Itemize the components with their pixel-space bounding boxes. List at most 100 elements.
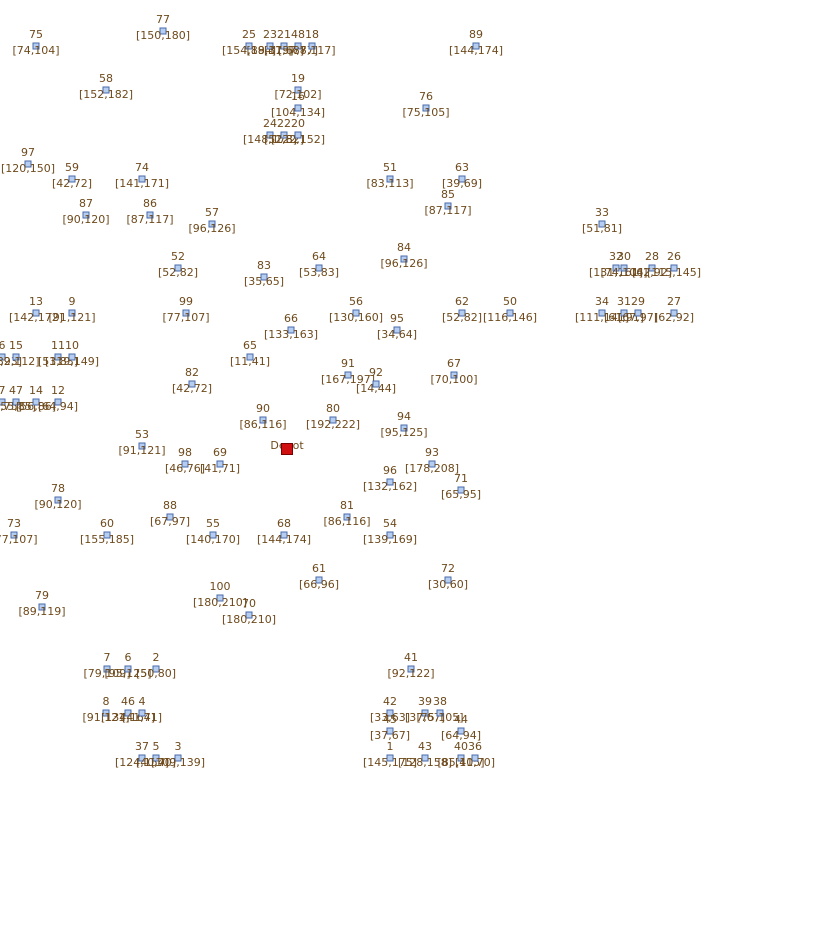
- customer-6-marker[interactable]: [124, 665, 132, 673]
- customer-64-marker[interactable]: [315, 264, 323, 272]
- customer-41-marker[interactable]: [407, 665, 415, 673]
- customer-21-marker[interactable]: [280, 42, 288, 50]
- customer-100-marker[interactable]: [216, 594, 224, 602]
- customer-60-marker[interactable]: [103, 531, 111, 539]
- customer-44-marker[interactable]: [457, 727, 465, 735]
- customer-24-marker[interactable]: [266, 131, 274, 139]
- customer-86-marker[interactable]: [146, 211, 154, 219]
- customer-42-marker[interactable]: [386, 709, 394, 717]
- customer-45-marker[interactable]: [386, 727, 394, 735]
- customer-20-marker[interactable]: [294, 131, 302, 139]
- customer-5-marker[interactable]: [152, 754, 160, 762]
- customer-87-marker[interactable]: [82, 211, 90, 219]
- customer-7-marker[interactable]: [103, 665, 111, 673]
- customer-62-marker[interactable]: [458, 309, 466, 317]
- customer-94-marker[interactable]: [400, 424, 408, 432]
- customer-72-marker[interactable]: [444, 576, 452, 584]
- customer-56-marker[interactable]: [352, 309, 360, 317]
- customer-34-marker[interactable]: [598, 309, 606, 317]
- customer-81-marker[interactable]: [343, 513, 351, 521]
- customer-70-marker[interactable]: [245, 611, 253, 619]
- customer-88-marker[interactable]: [166, 513, 174, 521]
- customer-95-marker[interactable]: [393, 326, 401, 334]
- customer-27-marker[interactable]: [670, 309, 678, 317]
- customer-31-marker[interactable]: [620, 309, 628, 317]
- customer-3-marker[interactable]: [174, 754, 182, 762]
- customer-9-marker[interactable]: [68, 309, 76, 317]
- customer-98-marker[interactable]: [181, 460, 189, 468]
- customer-4-marker[interactable]: [138, 709, 146, 717]
- customer-65-marker[interactable]: [246, 353, 254, 361]
- customer-93-marker[interactable]: [428, 460, 436, 468]
- customer-12-marker[interactable]: [54, 398, 62, 406]
- customer-7-marker[interactable]: [0, 398, 6, 406]
- customer-29-marker[interactable]: [634, 309, 642, 317]
- customer-76-marker[interactable]: [422, 104, 430, 112]
- customer-59-marker[interactable]: [68, 175, 76, 183]
- customer-38-marker[interactable]: [436, 709, 444, 717]
- customer-57-marker[interactable]: [208, 220, 216, 228]
- customer-69-marker[interactable]: [216, 460, 224, 468]
- depot-marker[interactable]: [281, 443, 293, 455]
- customer-61-marker[interactable]: [315, 576, 323, 584]
- customer-89-marker[interactable]: [472, 42, 480, 50]
- customer-51-marker[interactable]: [386, 175, 394, 183]
- customer-46-marker[interactable]: [124, 709, 132, 717]
- customer-71-marker[interactable]: [457, 486, 465, 494]
- customer-80-marker[interactable]: [329, 416, 337, 424]
- customer-37-marker[interactable]: [138, 754, 146, 762]
- customer-74-marker[interactable]: [138, 175, 146, 183]
- customer-73-marker[interactable]: [10, 531, 18, 539]
- customer-11-marker[interactable]: [54, 353, 62, 361]
- customer-63-marker[interactable]: [458, 175, 466, 183]
- customer-1-marker[interactable]: [386, 754, 394, 762]
- customer-39-marker[interactable]: [421, 709, 429, 717]
- customer-85-marker[interactable]: [444, 202, 452, 210]
- customer-23-marker[interactable]: [266, 42, 274, 50]
- customer-97-marker[interactable]: [24, 160, 32, 168]
- customer-96-marker[interactable]: [386, 478, 394, 486]
- customer-2-marker[interactable]: [152, 665, 160, 673]
- customer-52-marker[interactable]: [174, 264, 182, 272]
- customer-13-marker[interactable]: [32, 309, 40, 317]
- customer-40-marker[interactable]: [457, 754, 465, 762]
- customer-90-marker[interactable]: [259, 416, 267, 424]
- customer-50-marker[interactable]: [506, 309, 514, 317]
- customer-47-marker[interactable]: [12, 398, 20, 406]
- customer-32-marker[interactable]: [612, 264, 620, 272]
- customer-92-marker[interactable]: [372, 380, 380, 388]
- customer-22-marker[interactable]: [280, 131, 288, 139]
- customer-25-marker[interactable]: [245, 42, 253, 50]
- customer-14-marker[interactable]: [32, 398, 40, 406]
- customer-91-marker[interactable]: [344, 371, 352, 379]
- customer-83-marker[interactable]: [260, 273, 268, 281]
- customer-16-marker[interactable]: [294, 104, 302, 112]
- customer-82-marker[interactable]: [188, 380, 196, 388]
- customer-26-marker[interactable]: [670, 264, 678, 272]
- customer-10-marker[interactable]: [68, 353, 76, 361]
- customer-79-marker[interactable]: [38, 603, 46, 611]
- customer-75-marker[interactable]: [32, 42, 40, 50]
- customer-66-marker[interactable]: [287, 326, 295, 334]
- customer-30-marker[interactable]: [620, 264, 628, 272]
- customer-77-marker[interactable]: [159, 27, 167, 35]
- customer-54-marker[interactable]: [386, 531, 394, 539]
- customer-36-marker[interactable]: [471, 754, 479, 762]
- customer-18-marker[interactable]: [308, 42, 316, 50]
- customer-15-marker[interactable]: [12, 353, 20, 361]
- customer-67-marker[interactable]: [450, 371, 458, 379]
- customer-53-marker[interactable]: [138, 442, 146, 450]
- customer-78-marker[interactable]: [54, 496, 62, 504]
- customer-84-marker[interactable]: [400, 255, 408, 263]
- customer-43-marker[interactable]: [421, 754, 429, 762]
- customer-33-marker[interactable]: [598, 220, 606, 228]
- customer-6-marker[interactable]: [0, 353, 6, 361]
- customer-99-marker[interactable]: [182, 309, 190, 317]
- customer-55-marker[interactable]: [209, 531, 217, 539]
- customer-58-marker[interactable]: [102, 86, 110, 94]
- customer-28-marker[interactable]: [648, 264, 656, 272]
- customer-8-marker[interactable]: [102, 709, 110, 717]
- customer-68-marker[interactable]: [280, 531, 288, 539]
- customer-48-marker[interactable]: [294, 42, 302, 50]
- customer-19-marker[interactable]: [294, 86, 302, 94]
